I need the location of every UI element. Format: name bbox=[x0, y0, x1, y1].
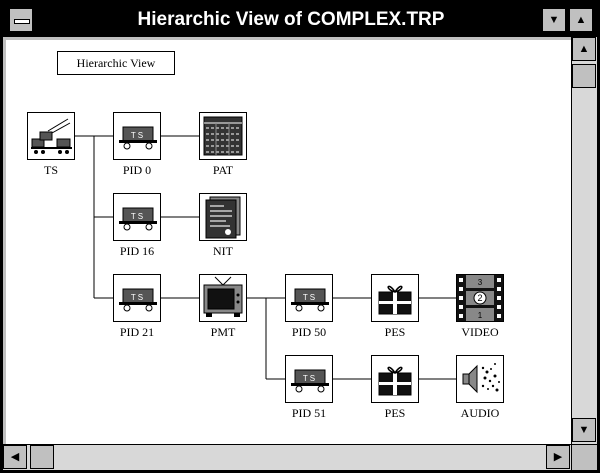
view-label: Hierarchic View bbox=[57, 51, 175, 75]
packet-text: T S bbox=[131, 212, 143, 221]
arrow-down-icon: ▼ bbox=[578, 424, 590, 436]
ts-packet-icon: T S bbox=[118, 207, 158, 231]
node-pid-50[interactable]: T S bbox=[285, 274, 333, 322]
node-label-pid-16: PID 16 bbox=[119, 244, 155, 258]
scroll-left-button[interactable]: ◀ bbox=[3, 445, 27, 469]
transport-stream-icon bbox=[31, 118, 72, 154]
horizontal-scrollbar[interactable]: ◀ ▶ bbox=[3, 444, 571, 470]
node-pid-51[interactable]: T S bbox=[285, 355, 333, 403]
packet-text: T S bbox=[131, 293, 143, 302]
ts-packet-icon: T S bbox=[118, 126, 158, 150]
table-icon bbox=[203, 116, 243, 156]
ts-packet-icon: T S bbox=[118, 288, 158, 312]
maximize-button[interactable]: ▲ bbox=[569, 8, 593, 32]
svg-text:1: 1 bbox=[478, 311, 483, 320]
node-audio[interactable] bbox=[456, 355, 504, 403]
arrow-up-icon: ▲ bbox=[578, 43, 590, 55]
scroll-up-button[interactable]: ▲ bbox=[572, 37, 596, 61]
scroll-right-button[interactable]: ▶ bbox=[546, 445, 570, 469]
ts-packet-icon: T S bbox=[290, 369, 330, 393]
window-title: Hierarchic View of COMPLEX.TRP bbox=[137, 9, 445, 30]
gift-package-icon bbox=[378, 285, 412, 315]
packet-text: T S bbox=[303, 293, 315, 302]
node-pmt[interactable] bbox=[199, 274, 247, 322]
film-icon: 3 2 1 bbox=[457, 275, 503, 321]
triangle-up-icon: ▲ bbox=[575, 14, 587, 26]
television-icon bbox=[203, 276, 243, 317]
svg-text:3: 3 bbox=[478, 278, 483, 287]
tree-connectors bbox=[75, 135, 456, 380]
document-icon bbox=[205, 196, 241, 239]
node-label-pes-2: PES bbox=[384, 406, 406, 420]
packet-text: T S bbox=[131, 131, 143, 140]
node-label-video: VIDEO bbox=[461, 325, 499, 339]
node-label-pid-51: PID 51 bbox=[291, 406, 327, 420]
scrollbar-corner bbox=[571, 444, 597, 470]
node-pid-0[interactable]: T S bbox=[113, 112, 161, 160]
minimize-button[interactable]: ▼ bbox=[542, 8, 566, 32]
svg-text:2: 2 bbox=[477, 293, 482, 303]
arrow-right-icon: ▶ bbox=[553, 451, 563, 463]
node-pid-21[interactable]: T S bbox=[113, 274, 161, 322]
vertical-scrollbar[interactable]: ▲ ▼ bbox=[571, 37, 597, 444]
node-pes-2[interactable] bbox=[371, 355, 419, 403]
node-label-pid-50: PID 50 bbox=[291, 325, 327, 339]
node-ts[interactable] bbox=[27, 112, 75, 160]
scroll-down-button[interactable]: ▼ bbox=[572, 418, 596, 442]
node-pat[interactable] bbox=[199, 112, 247, 160]
ts-packet-icon: T S bbox=[290, 288, 330, 312]
node-label-pid-21: PID 21 bbox=[119, 325, 155, 339]
horizontal-scroll-thumb[interactable] bbox=[30, 445, 54, 469]
title-bar[interactable]: Hierarchic View of COMPLEX.TRP ▼ ▲ bbox=[3, 3, 597, 37]
triangle-down-icon: ▼ bbox=[548, 14, 560, 26]
system-menu-button[interactable] bbox=[9, 8, 33, 32]
node-label-audio: AUDIO bbox=[460, 406, 500, 420]
node-label-pid-0: PID 0 bbox=[122, 163, 152, 177]
speaker-icon bbox=[462, 363, 500, 394]
vertical-scroll-thumb[interactable] bbox=[572, 64, 596, 88]
node-pes-1[interactable] bbox=[371, 274, 419, 322]
hierarchic-view-canvas: Hierarchic View bbox=[6, 40, 571, 444]
node-label-nit: NIT bbox=[213, 244, 233, 258]
node-nit[interactable] bbox=[199, 193, 247, 241]
node-pid-16[interactable]: T S bbox=[113, 193, 161, 241]
node-label-pat: PAT bbox=[212, 163, 234, 177]
node-video[interactable]: 3 2 1 bbox=[456, 274, 504, 322]
arrow-left-icon: ◀ bbox=[10, 451, 20, 463]
gift-package-icon bbox=[378, 366, 412, 396]
node-label-pes-1: PES bbox=[384, 325, 406, 339]
node-label-ts: TS bbox=[43, 163, 58, 177]
node-label-pmt: PMT bbox=[210, 325, 236, 339]
packet-text: T S bbox=[303, 374, 315, 383]
